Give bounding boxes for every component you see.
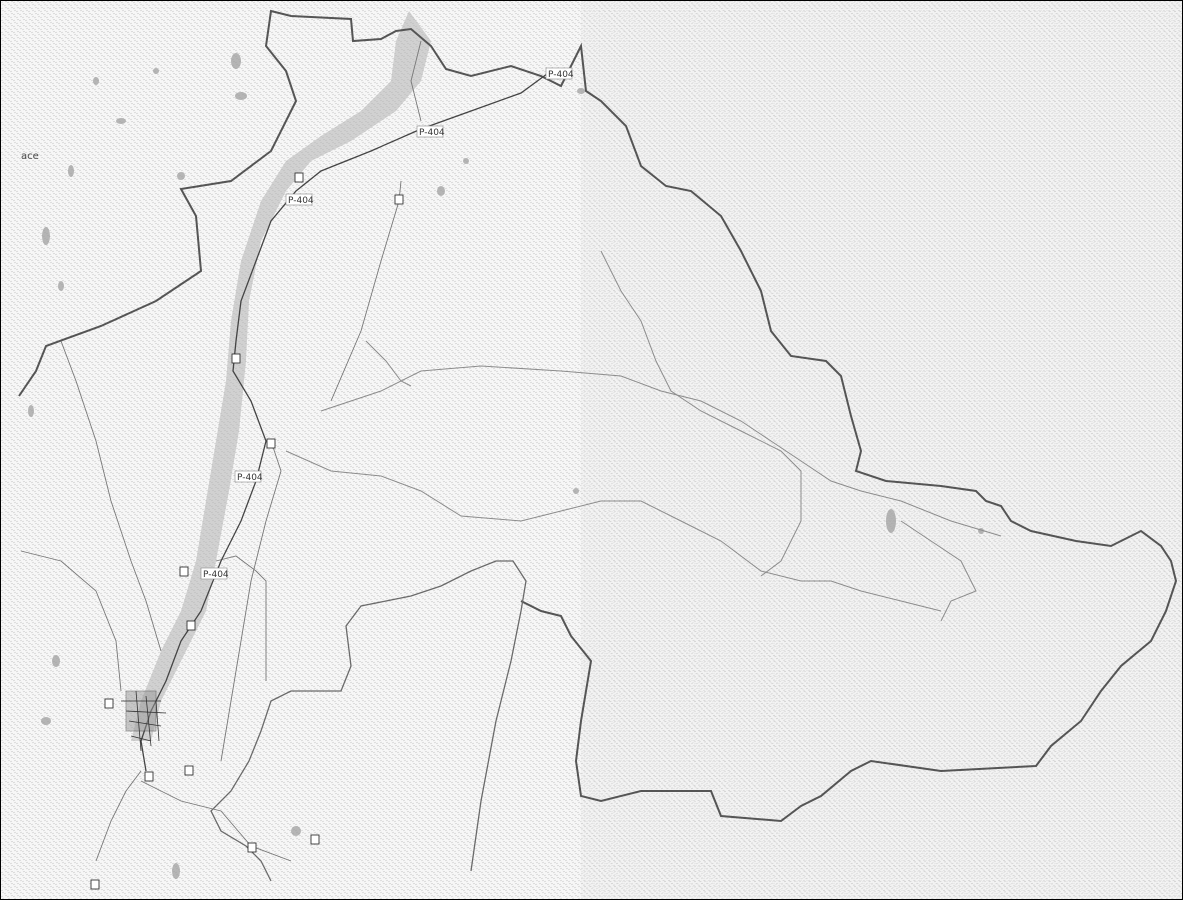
route-marker bbox=[247, 842, 257, 853]
route-marker bbox=[90, 879, 100, 890]
road-label: P-404 bbox=[548, 70, 574, 80]
route-marker bbox=[179, 566, 189, 577]
inner-boundary bbox=[210, 560, 527, 882]
road-label: P-404 bbox=[203, 570, 229, 580]
river-corridor-shading bbox=[131, 11, 431, 741]
route-marker bbox=[266, 438, 276, 449]
roads bbox=[20, 40, 422, 862]
road-label: P-404 bbox=[288, 196, 314, 206]
route-marker bbox=[144, 771, 154, 782]
highway-p404 bbox=[140, 70, 552, 772]
road-label: P-404 bbox=[237, 473, 263, 483]
road-labels: P-404 P-404 P-404 P-404 P-404 bbox=[200, 67, 574, 580]
route-marker bbox=[231, 353, 241, 364]
route-marker bbox=[184, 765, 194, 776]
route-marker bbox=[104, 698, 114, 709]
route-marker bbox=[310, 834, 320, 845]
lakes-west bbox=[28, 53, 984, 879]
town-cluster bbox=[121, 690, 167, 752]
rivers-east bbox=[285, 250, 1002, 622]
road-label: P-404 bbox=[419, 128, 445, 138]
route-marker bbox=[186, 620, 196, 631]
route-marker bbox=[394, 194, 404, 205]
route-marker bbox=[294, 172, 304, 183]
region-boundary bbox=[18, 9, 1178, 823]
clipped-place-label: ace bbox=[21, 151, 39, 162]
terrain-shade-east bbox=[581, 1, 1182, 899]
route-markers bbox=[90, 172, 404, 890]
